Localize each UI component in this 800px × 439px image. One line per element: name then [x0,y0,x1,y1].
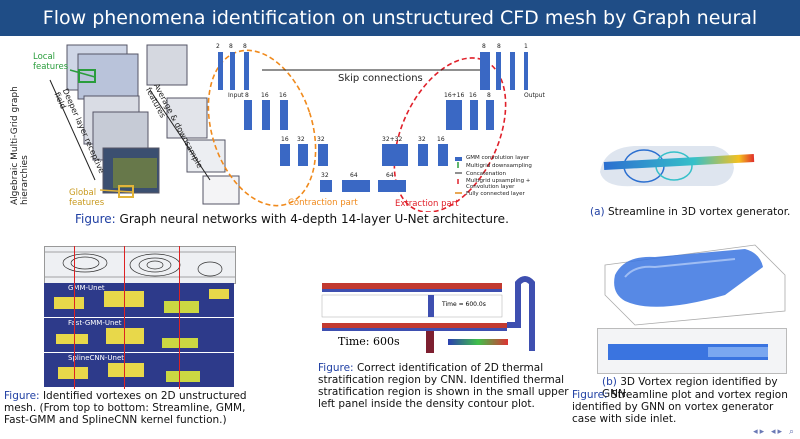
vortex-grid-line [179,246,180,389]
caption-text: Streamline in 3D vortex generator. [607,206,791,218]
channel-label: 8 [487,92,491,99]
splinecnn-label: SplineCNN-Unet [68,354,125,362]
nav-section-icon[interactable]: ◂▸ [771,427,785,437]
channel-label: 16 [437,136,445,143]
streamline-3d-image [594,128,762,198]
channel-label: 16+16 [444,92,465,99]
figure-label: Figure: [318,362,354,374]
channel-label: 16 [261,92,269,99]
legend-item: Multigrid downsampling [466,163,532,169]
channel-label: 32 [418,136,426,143]
thermal-contour-plot [321,276,535,353]
figure-3-caption: Figure: Correct identification of 2D the… [318,362,580,410]
nav-prev-icon[interactable]: ◂ [753,427,760,437]
channel-label: 2 [216,43,220,50]
local-features-label: Local features [33,52,69,72]
subfigure-label: (b) [602,376,617,388]
caption-text: Correct identification of 2D thermal str… [318,362,569,410]
channel-label: 32+32 [382,136,403,143]
figure-label: Figure: [572,389,608,401]
gmm-panel: GMM-Unet [44,283,234,317]
unet-diagram [49,44,528,213]
figure-label: Figure: [75,212,116,226]
legend-item: GMM convolution layer [466,155,530,161]
caption-text: Graph neural networks with 4-depth 14-la… [119,212,509,226]
channel-label: 32 [297,136,305,143]
streamline-plot [45,251,235,278]
figure-2-caption: Figure: Identified vortexes on 2D unstru… [4,390,274,426]
channel-label: 64 [386,172,394,179]
time-small-label: Time = 600.0s [442,301,486,308]
subfigure-a-caption: (a) Streamline in 3D vortex generator. [590,206,795,218]
figure-1-caption: Figure: Graph neural networks with 4-dep… [75,213,575,226]
contraction-label: Contraction part [288,198,358,208]
slide-navigation[interactable]: ◂▸ ◂▸ ⌕ [753,427,796,437]
legend-item: Multigrid upsampling + Convolution layer [466,178,531,190]
amg-label: Algebraic Multi-Grid graph hierarchies [10,86,30,205]
streamline-panel [44,246,236,284]
output-label: Output [524,92,545,99]
unet-layers [218,52,528,192]
global-features-label: Global features [69,188,105,208]
nav-next-icon[interactable]: ▸ [759,427,767,437]
vortex-region-3d-plot [604,244,786,326]
subfigure-b-caption: (b) 3D Vortex region identified by GNN. [602,376,797,400]
legend-item: Fully connected layer [466,191,525,197]
channel-label: 64 [350,172,358,179]
caption-text: Streamline plot and vortex region identi… [572,389,788,425]
figure-4-caption: Figure: Streamline plot and vortex regio… [572,389,794,425]
slide-title: Flow phenomena identification on unstruc… [0,0,800,65]
unet-figure: Local features Global features Algebraic… [0,40,575,213]
channel-label: 16 [281,136,289,143]
channel-label: 32 [321,172,329,179]
input-label: Input [228,92,244,99]
channel-label: 16 [279,92,287,99]
vortex-grid-line [74,246,75,389]
channel-label: 32 [317,136,325,143]
streamline-3d-plot [600,146,755,187]
channel-label: 8 [497,43,501,50]
legend-item: Concatenation [466,171,507,177]
skip-label: Skip connections [338,73,423,84]
vortex-panels: GMM-Unet Fast-GMM-Unet SplineCNN-Unet [44,246,236,389]
fast-gmm-label: Fast-GMM-Unet [68,319,122,327]
vortex-grid-line [124,246,125,389]
nav-search-icon[interactable]: ⌕ [788,427,796,437]
time-big-label: Time: 600s [338,335,400,348]
vortex-sideview-image [597,328,787,374]
extraction-outline [393,57,507,213]
gmm-label: GMM-Unet [68,284,105,292]
vortex-sideview-plot [608,344,768,360]
vortex-region-3d-image [595,235,795,327]
splinecnn-panel: SplineCNN-Unet [44,353,234,387]
figure-label: Figure: [4,390,40,402]
mesh-hierarchy [49,44,240,205]
channel-label: 1 [524,43,528,50]
subfigure-label: (a) [590,206,605,218]
extraction-label: Extraction part [395,199,459,209]
thermal-figure: Time = 600.0s Time: 600s [318,273,538,359]
channel-label: 16 [469,92,477,99]
channel-label: 8 [482,43,486,50]
channel-label: 8 [245,92,249,99]
caption-text: Identified vortexes on 2D unstructured m… [4,390,247,426]
contraction-outline [207,49,317,207]
caption-text: 3D Vortex region identified by GNN. [602,376,778,400]
channel-label: 8 [229,43,233,50]
fast-gmm-panel: Fast-GMM-Unet [44,318,234,352]
channel-label: 8 [243,43,247,50]
